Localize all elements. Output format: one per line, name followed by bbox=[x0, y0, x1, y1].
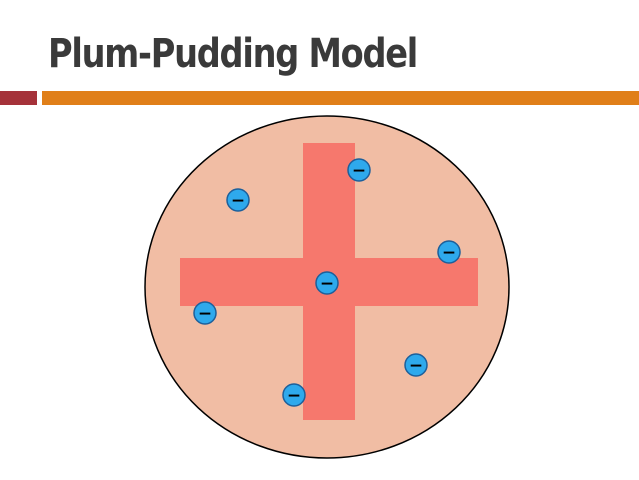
electron-right: − bbox=[437, 240, 461, 264]
electron-minus-sign: − bbox=[231, 191, 245, 211]
electron-top: − bbox=[347, 158, 371, 182]
electron-minus-sign: − bbox=[320, 274, 334, 294]
title-rule bbox=[42, 91, 639, 105]
electron-minus-sign: − bbox=[352, 161, 366, 181]
electron-upper-left: − bbox=[226, 188, 250, 212]
electron-circle bbox=[437, 240, 461, 264]
title-rule-accent bbox=[0, 91, 37, 105]
electron-circle bbox=[282, 383, 306, 407]
electron-circle bbox=[347, 158, 371, 182]
electron-left: − bbox=[193, 301, 217, 325]
electron-circle bbox=[315, 271, 339, 295]
electron-circle bbox=[193, 301, 217, 325]
electron-minus-sign: − bbox=[442, 243, 456, 263]
electron-bottom: − bbox=[282, 383, 306, 407]
electron-circle bbox=[226, 188, 250, 212]
page-title: Plum-Pudding Model bbox=[48, 31, 418, 77]
electrons: − − − − − − − bbox=[193, 158, 461, 407]
electron-center: − bbox=[315, 271, 339, 295]
electron-lower-right: − bbox=[404, 353, 428, 377]
electron-minus-sign: − bbox=[287, 386, 301, 406]
electron-minus-sign: − bbox=[409, 356, 423, 376]
electron-minus-sign: − bbox=[198, 304, 212, 324]
electron-circle bbox=[404, 353, 428, 377]
